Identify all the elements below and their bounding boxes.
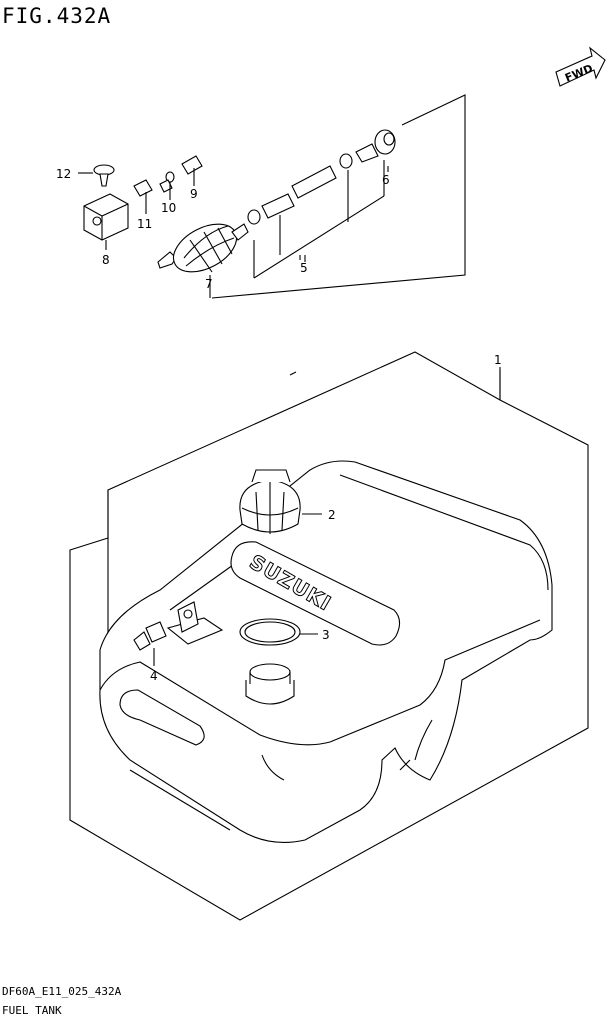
callout-6: 6 xyxy=(382,173,390,187)
clip-grommet xyxy=(78,164,115,187)
figure-title: FIG.432A xyxy=(2,4,112,28)
callout-1: 1 xyxy=(494,353,502,367)
hose-segments xyxy=(247,153,353,225)
callout-11: 11 xyxy=(137,217,152,231)
callout-4: 4 xyxy=(150,669,158,683)
primer-bulb xyxy=(157,223,249,273)
callout-2: 2 xyxy=(328,508,336,522)
fuel-gauge-bracket xyxy=(166,601,224,645)
figure-code: DF60A_E11_025_432A xyxy=(2,985,122,998)
callout-labels: 1 2 3 4 5 6 7 8 9 10 11 12 xyxy=(56,167,502,683)
hose-assembly-bracket xyxy=(209,94,466,299)
callout-leaders xyxy=(304,166,501,400)
callout-3: 3 xyxy=(322,628,330,642)
forward-label: FWD xyxy=(563,62,595,85)
small-fittings xyxy=(133,155,203,214)
callout-12: 12 xyxy=(56,167,71,181)
mounting-block xyxy=(83,193,129,250)
figure-name: FUEL TANK xyxy=(2,1004,62,1017)
callout-10: 10 xyxy=(161,201,176,215)
forward-arrow-icon: FWD xyxy=(555,46,606,87)
callout-5: 5 xyxy=(300,261,308,275)
callout-7: 7 xyxy=(205,277,213,291)
callout-8: 8 xyxy=(102,253,110,267)
filler-neck xyxy=(245,663,295,705)
fuel-tank-body xyxy=(99,460,553,843)
vent-screw xyxy=(133,621,167,666)
tank-side-connector xyxy=(355,129,396,163)
o-ring-gasket xyxy=(239,618,318,646)
callout-9: 9 xyxy=(190,187,198,201)
filler-cap xyxy=(239,469,322,534)
